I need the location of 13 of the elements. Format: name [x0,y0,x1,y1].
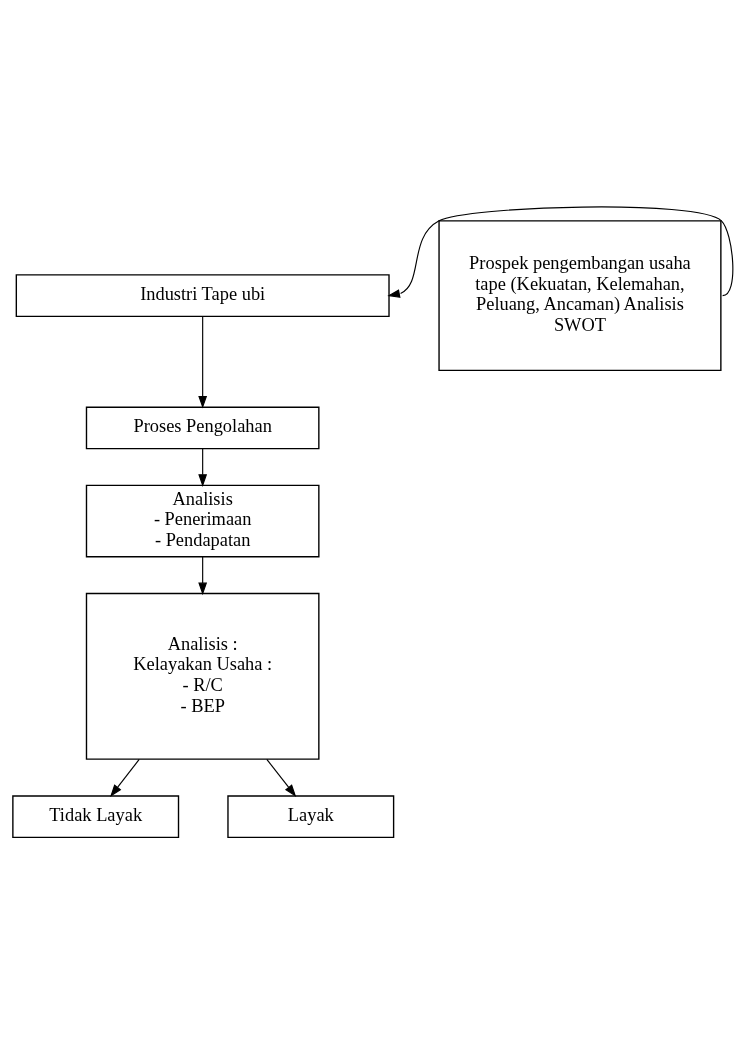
arrow [198,448,208,487]
node-box: Analisis : Kelayakan Usaha : - R/C - BEP [85,592,320,760]
arrow [198,556,208,596]
node-box: Tidak Layak [12,795,180,839]
node-box: Analisis - Penerimaan - Pendapatan [85,484,320,558]
node-box: Prospek pengembangan usaha tape (Kekuatan, Kelemahan, Peluang, Ancaman) Analisis SWOT [438,220,722,372]
arrow [110,758,140,797]
node-box: Industri Tape ubi [15,274,390,317]
arrow [198,315,208,409]
node-box: Layak [227,795,395,839]
node-box: Proses Pengolahan [85,406,320,450]
arrow [387,206,734,298]
arrow [266,758,297,797]
